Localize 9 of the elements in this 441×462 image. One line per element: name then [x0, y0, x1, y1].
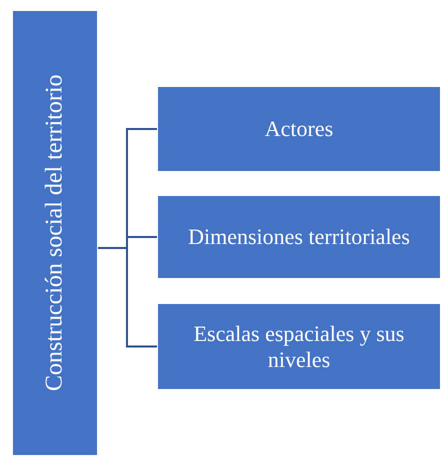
node-label: Escalas espaciales y sus niveles [192, 321, 406, 372]
node-label: Dimensiones territoriales [187, 224, 411, 250]
process-box [157, 303, 441, 390]
process-box [12, 10, 98, 456]
node-label: Actores [264, 116, 334, 142]
process-box [157, 195, 441, 279]
process-box [157, 86, 441, 172]
connector-line [98, 247, 157, 348]
node-label: Construcción social del territorio [41, 74, 68, 392]
